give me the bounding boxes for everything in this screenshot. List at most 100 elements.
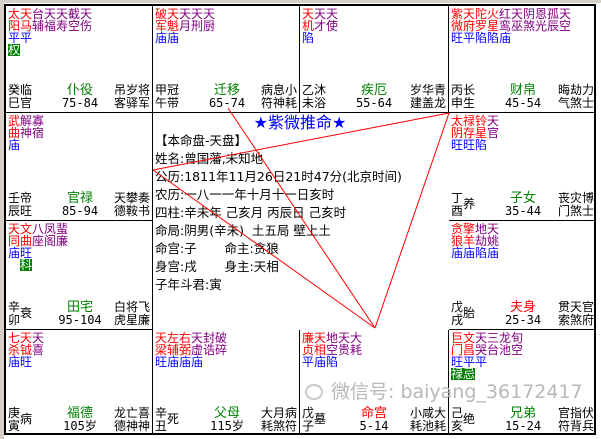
star-char: 马 <box>20 19 33 33</box>
star-太阴: 太阴旺 <box>451 115 463 151</box>
star-brightness <box>314 32 326 44</box>
star-大耗: 大耗 <box>350 332 362 368</box>
star-brightness: 旺 <box>451 355 464 369</box>
watermark-text: 微信号: baiyang_36172417 <box>331 381 583 403</box>
god-天煞: 天煞 <box>570 301 582 327</box>
palace-name[interactable]: 仆役 <box>66 83 93 98</box>
palace-name[interactable]: 子女 <box>509 191 536 206</box>
star-旬空: 旬空 <box>511 332 523 380</box>
star-char: 巨 <box>451 331 464 345</box>
center-info-line: 命局:阴男(辛未) 土五局 壁上土 <box>155 223 331 238</box>
center-info-line: 姓名:曾国藩,未知地 <box>155 151 264 166</box>
star-char: 阁 <box>44 234 57 248</box>
star-廉贞: 廉贞平 <box>302 332 314 368</box>
changsheng: 官 <box>20 96 33 110</box>
star-char: 梁 <box>155 343 168 357</box>
star-brightness: 庙 <box>167 31 180 45</box>
star-char: 诰 <box>203 343 216 357</box>
god-list: 龙德亡神喜神 <box>114 407 150 433</box>
god-char: 士 <box>582 204 595 218</box>
star-brightness: 平 <box>20 31 33 45</box>
stem-branch: 辛丑死 <box>155 407 195 433</box>
star-list: 破军庙天魁庙天月天刑天厨 <box>155 8 215 44</box>
god-飞廉: 飞廉 <box>138 301 150 327</box>
star-char: 台 <box>32 7 45 21</box>
changsheng: 墓 <box>314 412 327 426</box>
star-char: 天 <box>167 7 180 21</box>
god-char: 伏 <box>582 406 595 420</box>
star-char: 弼 <box>179 343 192 357</box>
star-禄存: 禄存旺 <box>463 115 475 151</box>
star-brightness <box>32 247 44 259</box>
palace-name[interactable]: 兄弟 <box>509 406 536 421</box>
palace-name[interactable]: 福德 <box>66 406 93 421</box>
star-天钺: 天钺旺 <box>20 332 32 368</box>
star-武曲: 武曲庙 <box>8 115 20 151</box>
god-亡神: 亡神 <box>126 407 138 433</box>
star-char: 军 <box>155 19 168 33</box>
palace-name[interactable]: 财帛 <box>509 83 536 98</box>
age-range: 15-24 <box>504 419 542 433</box>
god-list: 大耗月煞病符 <box>261 407 297 433</box>
star-char: 恩 <box>535 7 548 21</box>
god-list: 晦气劫煞力士 <box>558 84 594 110</box>
god-指背: 指背 <box>570 407 582 433</box>
god-char: 府 <box>582 313 595 327</box>
star-char: 天 <box>463 7 476 21</box>
god-char: 龙 <box>434 96 447 110</box>
palace-name[interactable]: 父母 <box>213 406 240 421</box>
star-文昌: 文昌平忌 <box>463 332 475 380</box>
god-char: 大 <box>434 406 447 420</box>
palace-name[interactable]: 命宫 <box>360 406 387 421</box>
changsheng: 帝 <box>20 191 33 205</box>
star-brightness <box>80 32 92 44</box>
star-char: 贞 <box>302 343 315 357</box>
god-char: 神 <box>138 419 151 433</box>
star-brightness: 庙 <box>191 355 204 369</box>
changsheng: 病 <box>20 412 33 426</box>
god-char: 贯 <box>558 300 571 314</box>
star-brightness: 陷 <box>475 31 488 45</box>
star-火星: 火星陷 <box>487 8 499 44</box>
star-list: 太阴旺禄存旺铃星陷天官 <box>451 115 499 151</box>
god-char: 力 <box>582 83 595 97</box>
god-list: 吊客岁驿将军 <box>114 84 150 110</box>
star-char: 天 <box>191 331 204 345</box>
palace-name[interactable]: 官禄 <box>66 191 93 206</box>
earthly-branch: 寅 <box>8 419 21 433</box>
star-char: 姚 <box>487 234 500 248</box>
age-range: 115岁 <box>210 419 244 433</box>
star-char: 凤 <box>44 222 57 236</box>
star-brightness: 平 <box>8 31 21 45</box>
star-天哭: 天哭平 <box>475 332 487 380</box>
palace-name[interactable]: 田宅 <box>66 300 93 315</box>
star-char: 府 <box>463 19 476 33</box>
god-攀鞍: 攀鞍 <box>126 192 138 218</box>
palace-name[interactable]: 迁移 <box>213 83 240 98</box>
palace-name[interactable]: 夫身 <box>509 300 536 315</box>
stem-branch: 癸巳临官 <box>8 84 48 110</box>
star-天才: 天才 <box>314 8 326 44</box>
star-char: 铃 <box>475 114 488 128</box>
star-天马: 天马平 <box>20 8 32 56</box>
palace-name[interactable]: 疾厄 <box>360 83 387 98</box>
god-char: 索 <box>558 313 571 327</box>
star-char: 大 <box>350 331 363 345</box>
star-brightness <box>559 32 571 44</box>
star-char: 寡 <box>32 114 45 128</box>
star-天刑: 天刑 <box>191 8 203 44</box>
star-char: 文 <box>20 222 33 236</box>
